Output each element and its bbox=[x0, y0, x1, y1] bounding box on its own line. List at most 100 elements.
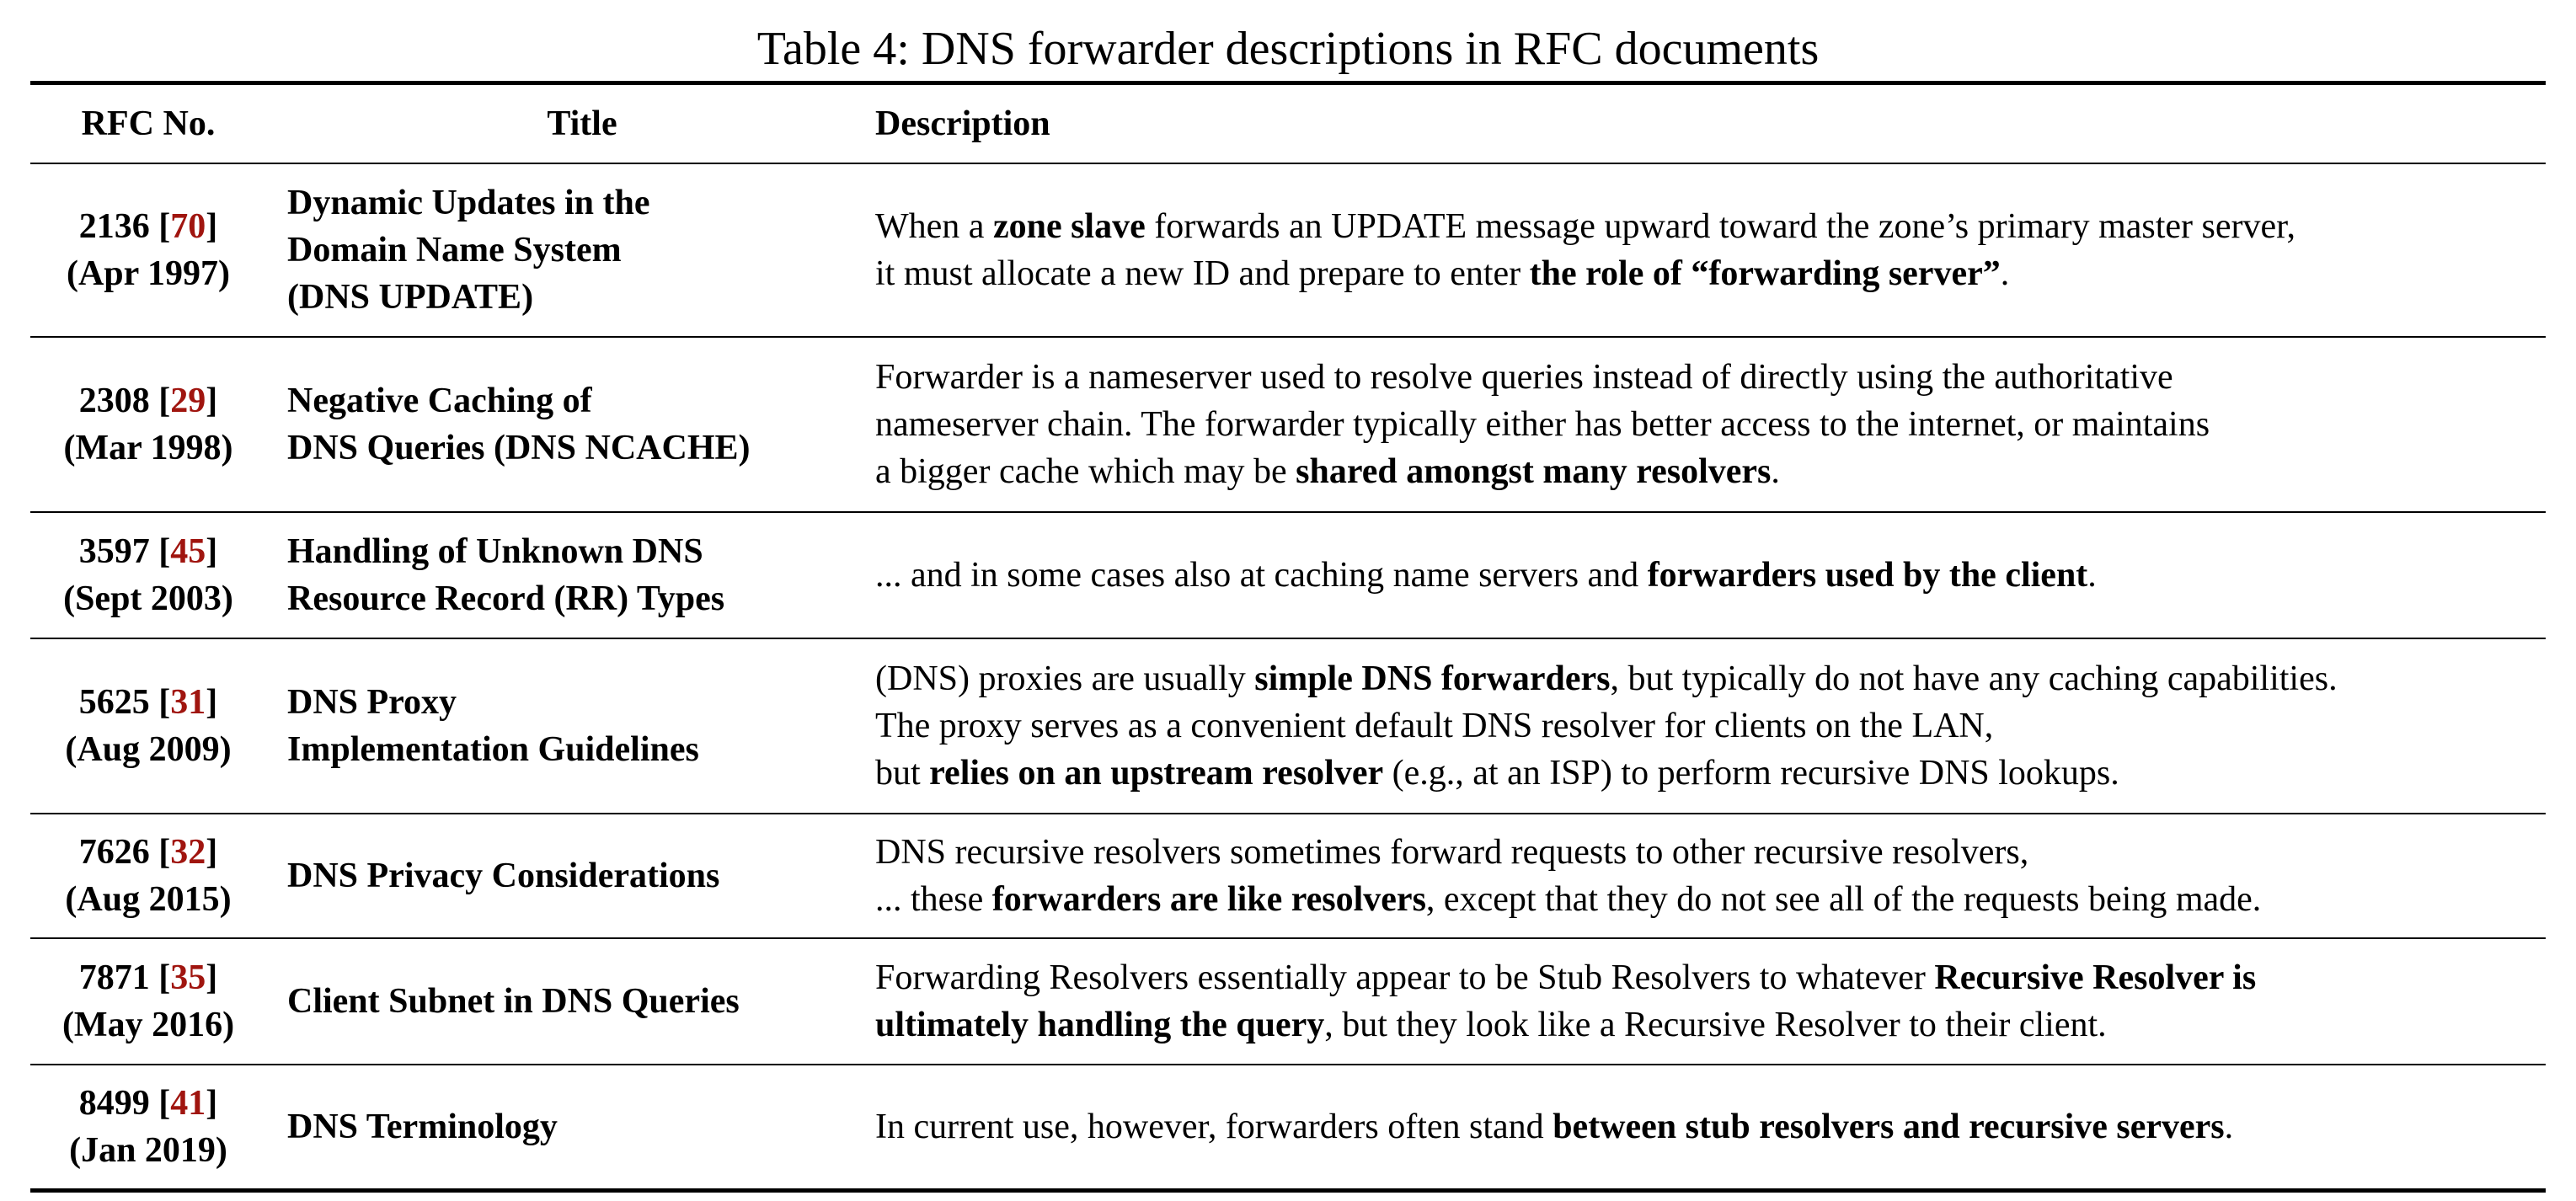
citation-link[interactable]: 70 bbox=[170, 207, 206, 246]
description-line: When a zone slave forwards an UPDATE mes… bbox=[875, 203, 2295, 250]
rfc-number: 2308 bbox=[78, 382, 150, 420]
description-emphasis: simple DNS forwarders bbox=[1254, 659, 1611, 698]
rfc-number: 7871 bbox=[78, 958, 150, 997]
rfc-title-cell: DNS Privacy Considerations bbox=[287, 814, 877, 937]
rfc-title-line: DNS Proxy bbox=[287, 683, 457, 722]
description-emphasis: forwarders are like resolvers bbox=[991, 880, 1426, 919]
ref-bracket-close: ] bbox=[206, 1084, 218, 1123]
citation-link[interactable]: 45 bbox=[170, 532, 206, 571]
ref-bracket-close: ] bbox=[206, 382, 218, 420]
rfc-title-line: DNS Privacy Considerations bbox=[287, 857, 720, 895]
citation-link[interactable]: 32 bbox=[170, 833, 206, 872]
citation-link[interactable]: 29 bbox=[170, 382, 206, 420]
rfc-date: (Apr 1997) bbox=[66, 254, 231, 293]
ref-bracket-open: [ bbox=[149, 382, 171, 420]
description-text: . bbox=[2000, 254, 2010, 293]
description-emphasis: the role of “forwarding server” bbox=[1529, 254, 2001, 293]
rfc-number: 7626 bbox=[78, 833, 150, 872]
description-line: ultimately handling the query, but they … bbox=[875, 1001, 2256, 1049]
header-rfc-no: RFC No. bbox=[81, 104, 216, 143]
description-text: nameserver chain. The forwarder typicall… bbox=[875, 405, 2210, 444]
rfc-date: (Aug 2009) bbox=[65, 730, 232, 769]
rfc-title-line: Domain Name System bbox=[287, 231, 622, 270]
rfc-description-cell: In current use, however, forwarders ofte… bbox=[875, 1065, 2546, 1188]
description-text: forwards an UPDATE message upward toward… bbox=[1145, 207, 2295, 246]
table-row: 7871 [35] (May 2016) Client Subnet in DNS … bbox=[30, 937, 2546, 1064]
rfc-description-cell: ... and in some cases also at caching na… bbox=[875, 513, 2546, 638]
rfc-date: (Mar 1998) bbox=[63, 429, 233, 467]
ref-bracket-open: [ bbox=[149, 958, 171, 997]
rfc-number: 3597 bbox=[78, 532, 150, 571]
rfc-number-cell: 7626 [32](Aug 2015) bbox=[30, 814, 266, 937]
rfc-title-line: Handling of Unknown DNS bbox=[287, 532, 703, 571]
description-text: ... and in some cases also at caching na… bbox=[875, 556, 1648, 595]
table-caption: Table 4: DNS forwarder descriptions in R… bbox=[756, 23, 1820, 75]
description-text: The proxy serves as a convenient default… bbox=[875, 707, 1994, 745]
table-row: 3597 [45](Sept 2003)Handling of Unknown … bbox=[30, 511, 2546, 638]
rfc-title-cell: Handling of Unknown DNS Resource Record (… bbox=[287, 513, 877, 638]
rfc-date: (Aug 2015) bbox=[65, 880, 232, 919]
citation-link[interactable]: 35 bbox=[170, 958, 206, 997]
ref-bracket-close: ] bbox=[206, 532, 218, 571]
rfc-date: (May 2016) bbox=[61, 1006, 235, 1044]
table-row: 2136 [70](Apr 1997)Dynamic Updates in th… bbox=[30, 163, 2546, 336]
description-text: (DNS) proxies are usually bbox=[875, 659, 1255, 698]
ref-bracket-open: [ bbox=[149, 683, 171, 722]
description-line: it must allocate a new ID and prepare to… bbox=[875, 250, 2295, 297]
rfc-title-cell: DNS Terminology bbox=[287, 1065, 877, 1188]
description-line: In current use, however, forwarders ofte… bbox=[875, 1103, 2233, 1150]
rfc-date: (Sept 2003) bbox=[63, 579, 233, 618]
ref-bracket-open: [ bbox=[149, 207, 171, 246]
description-text: . bbox=[1771, 452, 1780, 491]
description-text: , except that they do not see all of the… bbox=[1425, 880, 2262, 919]
description-line: Forwarder is a nameserver used to resolv… bbox=[875, 354, 2210, 401]
citation-link[interactable]: 41 bbox=[170, 1084, 206, 1123]
rfc-title-line: Client Subnet in DNS Queries bbox=[287, 982, 740, 1021]
header-description: Description bbox=[875, 104, 1050, 143]
citation-link[interactable]: 31 bbox=[170, 683, 206, 722]
rfc-number-cell: 8499 [41](Jan 2019) bbox=[30, 1065, 266, 1188]
description-emphasis: between stub resolvers and recursive ser… bbox=[1553, 1108, 2225, 1146]
ref-bracket-close: ] bbox=[206, 833, 218, 872]
rfc-title-line: Implementation Guidelines bbox=[287, 730, 699, 769]
description-emphasis: ultimately handling the query bbox=[875, 1006, 1325, 1044]
rfc-number: 2136 bbox=[78, 207, 150, 246]
description-line: nameserver chain. The forwarder typicall… bbox=[875, 401, 2210, 448]
description-line: (DNS) proxies are usually simple DNS for… bbox=[875, 655, 2338, 702]
description-text: , but they look like a Recursive Resolve… bbox=[1324, 1006, 2107, 1044]
description-line: but relies on an upstream resolver (e.g.… bbox=[875, 750, 2338, 797]
description-text: , but typically do not have any caching … bbox=[1610, 659, 2338, 698]
ref-bracket-open: [ bbox=[149, 1084, 171, 1123]
rfc-description-cell: DNS recursive resolvers sometimes forwar… bbox=[875, 814, 2546, 937]
description-emphasis: shared amongst many resolvers bbox=[1296, 452, 1772, 491]
rfc-number-cell: 2308 [29] (Mar 1998) bbox=[30, 338, 266, 511]
description-text: Forwarder is a nameserver used to resolv… bbox=[875, 358, 2173, 397]
rfc-title-line: DNS Queries (DNS NCACHE) bbox=[287, 429, 751, 467]
rfc-description-cell: (DNS) proxies are usually simple DNS for… bbox=[875, 639, 2546, 813]
description-text: DNS recursive resolvers sometimes forwar… bbox=[875, 833, 2029, 872]
description-line: The proxy serves as a convenient default… bbox=[875, 702, 2338, 750]
description-text: ... these bbox=[875, 880, 992, 919]
rfc-title-line: Dynamic Updates in the bbox=[287, 184, 650, 222]
rfc-description-cell: Forwarder is a nameserver used to resolv… bbox=[875, 338, 2546, 511]
rfc-title-line: (DNS UPDATE) bbox=[287, 278, 534, 317]
rfc-description-cell: When a zone slave forwards an UPDATE mes… bbox=[875, 164, 2546, 336]
rfc-number-cell: 5625 [31](Aug 2009) bbox=[30, 639, 266, 813]
description-text: When a bbox=[875, 207, 993, 246]
header-title: Title bbox=[547, 104, 617, 143]
description-text: (e.g., at an ISP) to perform recursive D… bbox=[1383, 754, 2119, 793]
description-emphasis: zone slave bbox=[992, 207, 1146, 246]
description-line: DNS recursive resolvers sometimes forwar… bbox=[875, 829, 2261, 876]
description-text: but bbox=[875, 754, 930, 793]
rfc-title-line: Resource Record (RR) Types bbox=[287, 579, 725, 618]
rfc-title-cell: Client Subnet in DNS Queries bbox=[287, 939, 877, 1064]
description-text: In current use, however, forwarders ofte… bbox=[875, 1108, 1553, 1146]
ref-bracket-close: ] bbox=[206, 958, 218, 997]
description-text: it must allocate a new ID and prepare to… bbox=[875, 254, 1530, 293]
rfc-description-cell: Forwarding Resolvers essentially appear … bbox=[875, 939, 2546, 1064]
rfc-number-cell: 2136 [70](Apr 1997) bbox=[30, 164, 266, 336]
